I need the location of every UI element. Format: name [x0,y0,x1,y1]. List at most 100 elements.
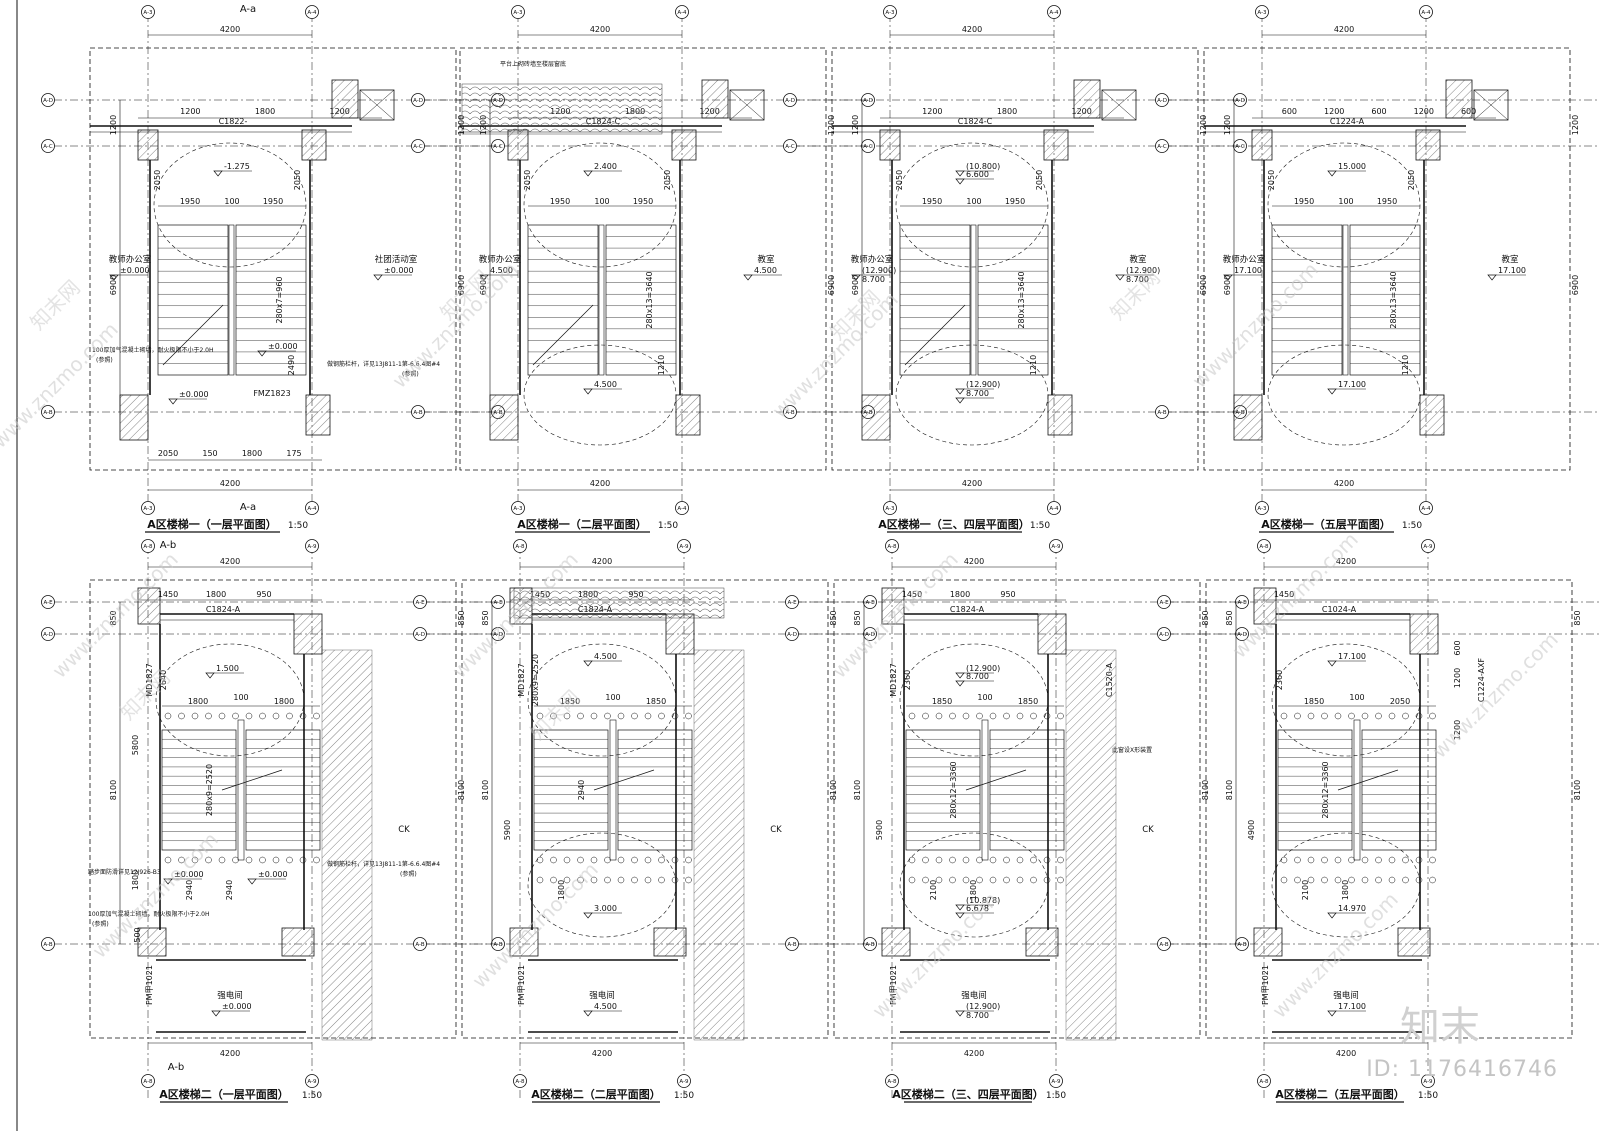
stair-dim: 1950 [922,197,942,206]
room-name: 教师办公室 [1223,254,1266,265]
dim-side: 1200 [1453,720,1462,740]
grid-bubble [413,627,427,641]
dim-top-seg: 1450 [1274,590,1294,599]
tread-nosing [604,712,611,720]
dim-side: 8100 [457,780,466,800]
flight-left [527,224,599,376]
grid-label: A-B [1159,942,1168,948]
window-tag: C1824-A [950,605,985,614]
plan-title: A区楼梯一（五层平面图） [1261,517,1391,531]
watermark-id: ID: 1176416746 [1366,1057,1558,1082]
grid-label: A-C [863,144,873,150]
stair-dim: 100 [233,693,248,702]
dim-side: 8100 [1573,780,1582,800]
window-tag: C1822- [219,117,248,126]
level-mark [1487,274,1497,281]
stair-dim: 280x12=3360 [1321,761,1330,818]
shaft-box [1473,89,1509,121]
grid-label: A-9 [307,1079,317,1085]
grid-label: A-D [43,632,53,638]
window-tag: C1824-A [578,605,613,614]
tread-nosing [550,712,557,720]
grid-label: A-D [787,632,797,638]
wall-column [137,587,161,625]
room-name: 教室 [1129,254,1147,265]
level-label: 17.100 [1338,652,1366,661]
tread-nosing [245,712,253,720]
grid-label: A-8 [143,1079,153,1085]
handrail-well [609,719,617,861]
tread-nosing [218,856,226,864]
tread-nosing [1375,876,1382,884]
stair-dim: 2100 [1301,880,1310,900]
tread-nosing [563,712,571,720]
dim-bottom-total: 4200 [964,1049,984,1058]
grid-bubble [141,1074,155,1088]
grid-label: A-3 [513,10,523,16]
level-mark [583,660,593,667]
dim-bottom-total: 4200 [962,479,982,488]
grid-bubble [305,1074,319,1088]
tread-nosing [286,712,293,720]
level-mark [955,912,965,919]
stair-dim: 2050 [895,170,904,190]
note: 做钢筋栏杆，详见13J811-1第-6.6.4图#4 [327,860,440,868]
level-mark [211,1010,221,1017]
level-mark [247,878,257,885]
tread-nosing [1016,856,1024,864]
tread-nosing [1030,712,1037,720]
grid-bubble [1257,539,1271,553]
dim-side: 6900 [1199,275,1208,295]
tread-nosing [1429,876,1436,884]
dim-bottom-seg: 150 [202,449,217,458]
grid-label: A-3 [513,506,523,512]
tread-nosing [191,712,199,720]
floor-level: 4.500 [594,380,617,389]
dim-side: 850 [853,610,862,625]
dim-side: 8100 [109,780,118,800]
stair1-plan-1: A-DA-DA-CA-CA-BA-BA-3A-4A-3A-44200120018… [41,4,505,533]
tread-nosing [245,856,253,864]
plan-title: A区楼梯二（五层平面图） [1275,1087,1405,1101]
stair-dim: 2940 [185,880,194,900]
tread-nosing [989,876,997,884]
door-tag: FM甲1021 [145,965,154,1005]
grid-label: A-9 [1051,1079,1061,1085]
cut-line [904,304,966,366]
plan-scale: 1:50 [674,1091,694,1101]
wall-column [507,129,529,161]
grid-label: A-C [785,144,795,150]
dim-bottom-total: 4200 [592,1049,612,1058]
tread-nosing [658,712,665,720]
dim-top-total: 4200 [220,25,240,34]
watermark-brand: 知末 [1400,1004,1480,1050]
grid-bubble [413,595,427,609]
shaft-x [359,89,395,121]
grid-label: A-D [43,98,53,104]
tread-nosing [1307,856,1315,864]
stair-dim: 1800 [1341,880,1350,900]
section-mark: A-a [240,502,256,513]
wall-column [509,927,539,957]
dim-bottom-seg: 1800 [242,449,262,458]
grid-label: A-9 [307,544,317,550]
grid-bubble [411,405,425,419]
flight-left [899,224,971,376]
grid-bubble [41,627,55,641]
dim-top-seg: 1200 [1414,107,1434,116]
stair-dim: 2360 [903,670,912,690]
dim-side: 8100 [1201,780,1210,800]
dim-top-total: 4200 [220,557,240,566]
tread-nosing [1294,856,1301,864]
room-name: 社团活动室 [375,254,418,265]
wall-column [293,613,323,655]
stair-dim: 2050 [1267,170,1276,190]
tread-nosing [1057,876,1064,884]
dim-side: 6900 [457,275,466,295]
section-mark: A-b [160,540,177,551]
window-tag: C1520-A [1105,662,1114,697]
dim-side: 8100 [853,780,862,800]
label-line: (12.900) [966,1002,1000,1011]
landing-arc [1271,832,1421,938]
